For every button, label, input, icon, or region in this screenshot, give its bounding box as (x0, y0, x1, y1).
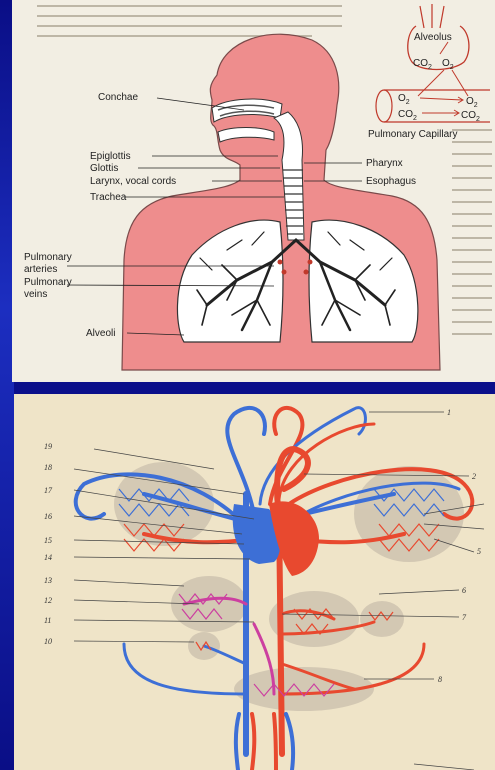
label-pulmonary-veins-line2: veins (24, 289, 47, 300)
inset-co2-top: CO (413, 58, 428, 69)
number-13: 13 (44, 576, 52, 585)
respiratory-diagram-panel: Conchae Epiglottis Glottis Larynx, vocal… (12, 0, 495, 382)
label-trachea: Trachea (90, 192, 127, 203)
number-12: 12 (44, 596, 52, 605)
label-alveoli: Alveoli (86, 328, 115, 339)
label-pulmonary-arteries-line2: arteries (24, 264, 57, 275)
label-pulmonary-veins-line1: Pulmonary (24, 277, 72, 288)
number-18: 18 (44, 463, 52, 472)
label-esophagus: Esophagus (366, 176, 416, 187)
inset-co2-left: CO (398, 109, 413, 120)
respiratory-diagram: Conchae Epiglottis Glottis Larynx, vocal… (12, 0, 495, 382)
number-19: 19 (44, 442, 52, 451)
inset-label-alveolus: Alveolus (414, 32, 452, 43)
label-conchae: Conchae (98, 92, 138, 103)
label-larynx: Larynx, vocal cords (90, 176, 176, 187)
gas-exchange-inset: Alveolus CO2 O2 O2 CO2 O2 CO2 Pulmonary … (368, 4, 490, 140)
label-pulmonary-arteries-line1: Pulmonary (24, 252, 72, 263)
number-5: 5 (477, 547, 481, 556)
inset-label-pulmonary-capillary: Pulmonary Capillary (368, 129, 457, 140)
svg-text:O2: O2 (398, 93, 410, 106)
number-6: 6 (462, 586, 466, 595)
label-pharynx: Pharynx (366, 158, 403, 169)
vessels (76, 408, 473, 770)
svg-text:CO2: CO2 (413, 58, 432, 71)
inset-co2-right: CO (461, 110, 476, 121)
number-8: 8 (438, 675, 442, 684)
number-11: 11 (44, 616, 51, 625)
circulation-diagram-panel: 1 2 5 6 7 8 19 18 17 16 15 14 13 12 11 1… (14, 394, 495, 770)
number-15: 15 (44, 536, 52, 545)
number-1: 1 (447, 408, 451, 417)
label-epiglottis: Epiglottis (90, 151, 131, 162)
circulation-diagram: 1 2 5 6 7 8 19 18 17 16 15 14 13 12 11 1… (14, 394, 495, 770)
number-2: 2 (472, 472, 476, 481)
number-10: 10 (44, 637, 52, 646)
number-17: 17 (44, 486, 53, 495)
svg-text:CO2: CO2 (461, 110, 480, 123)
svg-text:O2: O2 (466, 96, 478, 109)
number-14: 14 (44, 553, 52, 562)
number-7: 7 (462, 613, 467, 622)
label-glottis: Glottis (90, 163, 118, 174)
svg-text:CO2: CO2 (398, 109, 417, 122)
number-16: 16 (44, 512, 52, 521)
